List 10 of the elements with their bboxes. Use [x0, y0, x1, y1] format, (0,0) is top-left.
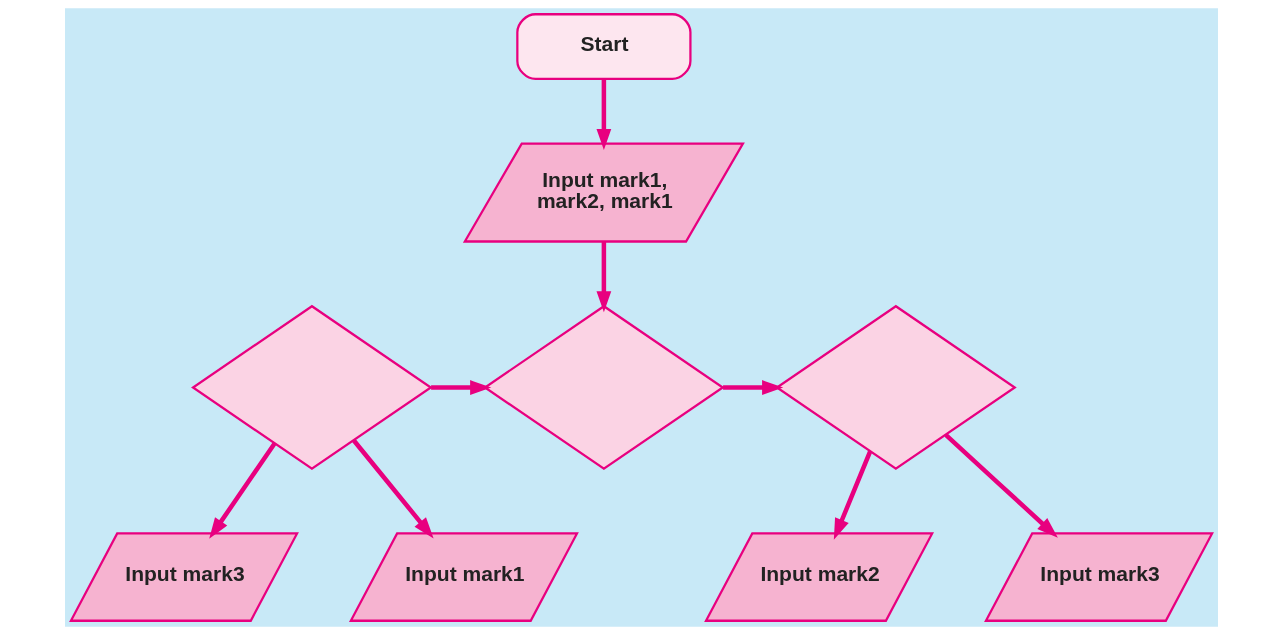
arrow	[596, 79, 611, 151]
node-box: Start	[515, 13, 692, 81]
arrow	[944, 433, 1058, 538]
arrow	[596, 241, 611, 313]
arrow	[833, 450, 872, 540]
arrow	[430, 380, 491, 395]
node-diamond	[190, 304, 433, 471]
arrow	[208, 442, 276, 539]
arrow	[722, 380, 783, 395]
arrow	[351, 439, 434, 539]
